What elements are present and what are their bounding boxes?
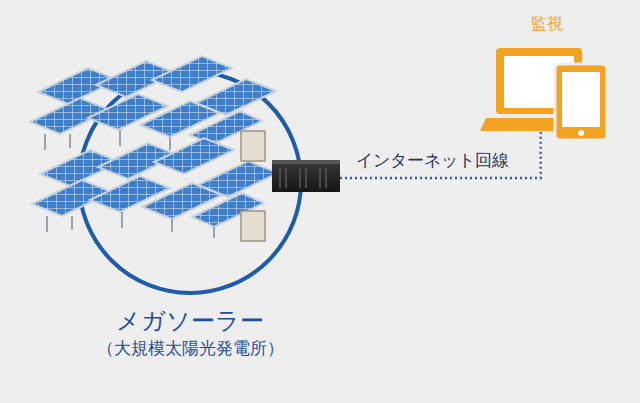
- site-region: メガソーラー（大規模太陽光発電所）: [60, 70, 320, 359]
- node-heading: 監視: [484, 14, 610, 34]
- junction-box: [241, 131, 265, 161]
- data-logger: [272, 160, 340, 192]
- node-heading: メガソーラー: [60, 306, 320, 336]
- site-circle: [79, 71, 301, 293]
- node-subheading: （大規模太陽光発電所）: [60, 338, 320, 359]
- junction-box: [241, 211, 265, 241]
- network-line: [310, 132, 541, 178]
- edge-label: インターネット回線: [354, 149, 511, 172]
- tablet-icon: [555, 64, 607, 140]
- circle-area: [86, 70, 310, 294]
- monitor-group: 監視: [484, 14, 610, 132]
